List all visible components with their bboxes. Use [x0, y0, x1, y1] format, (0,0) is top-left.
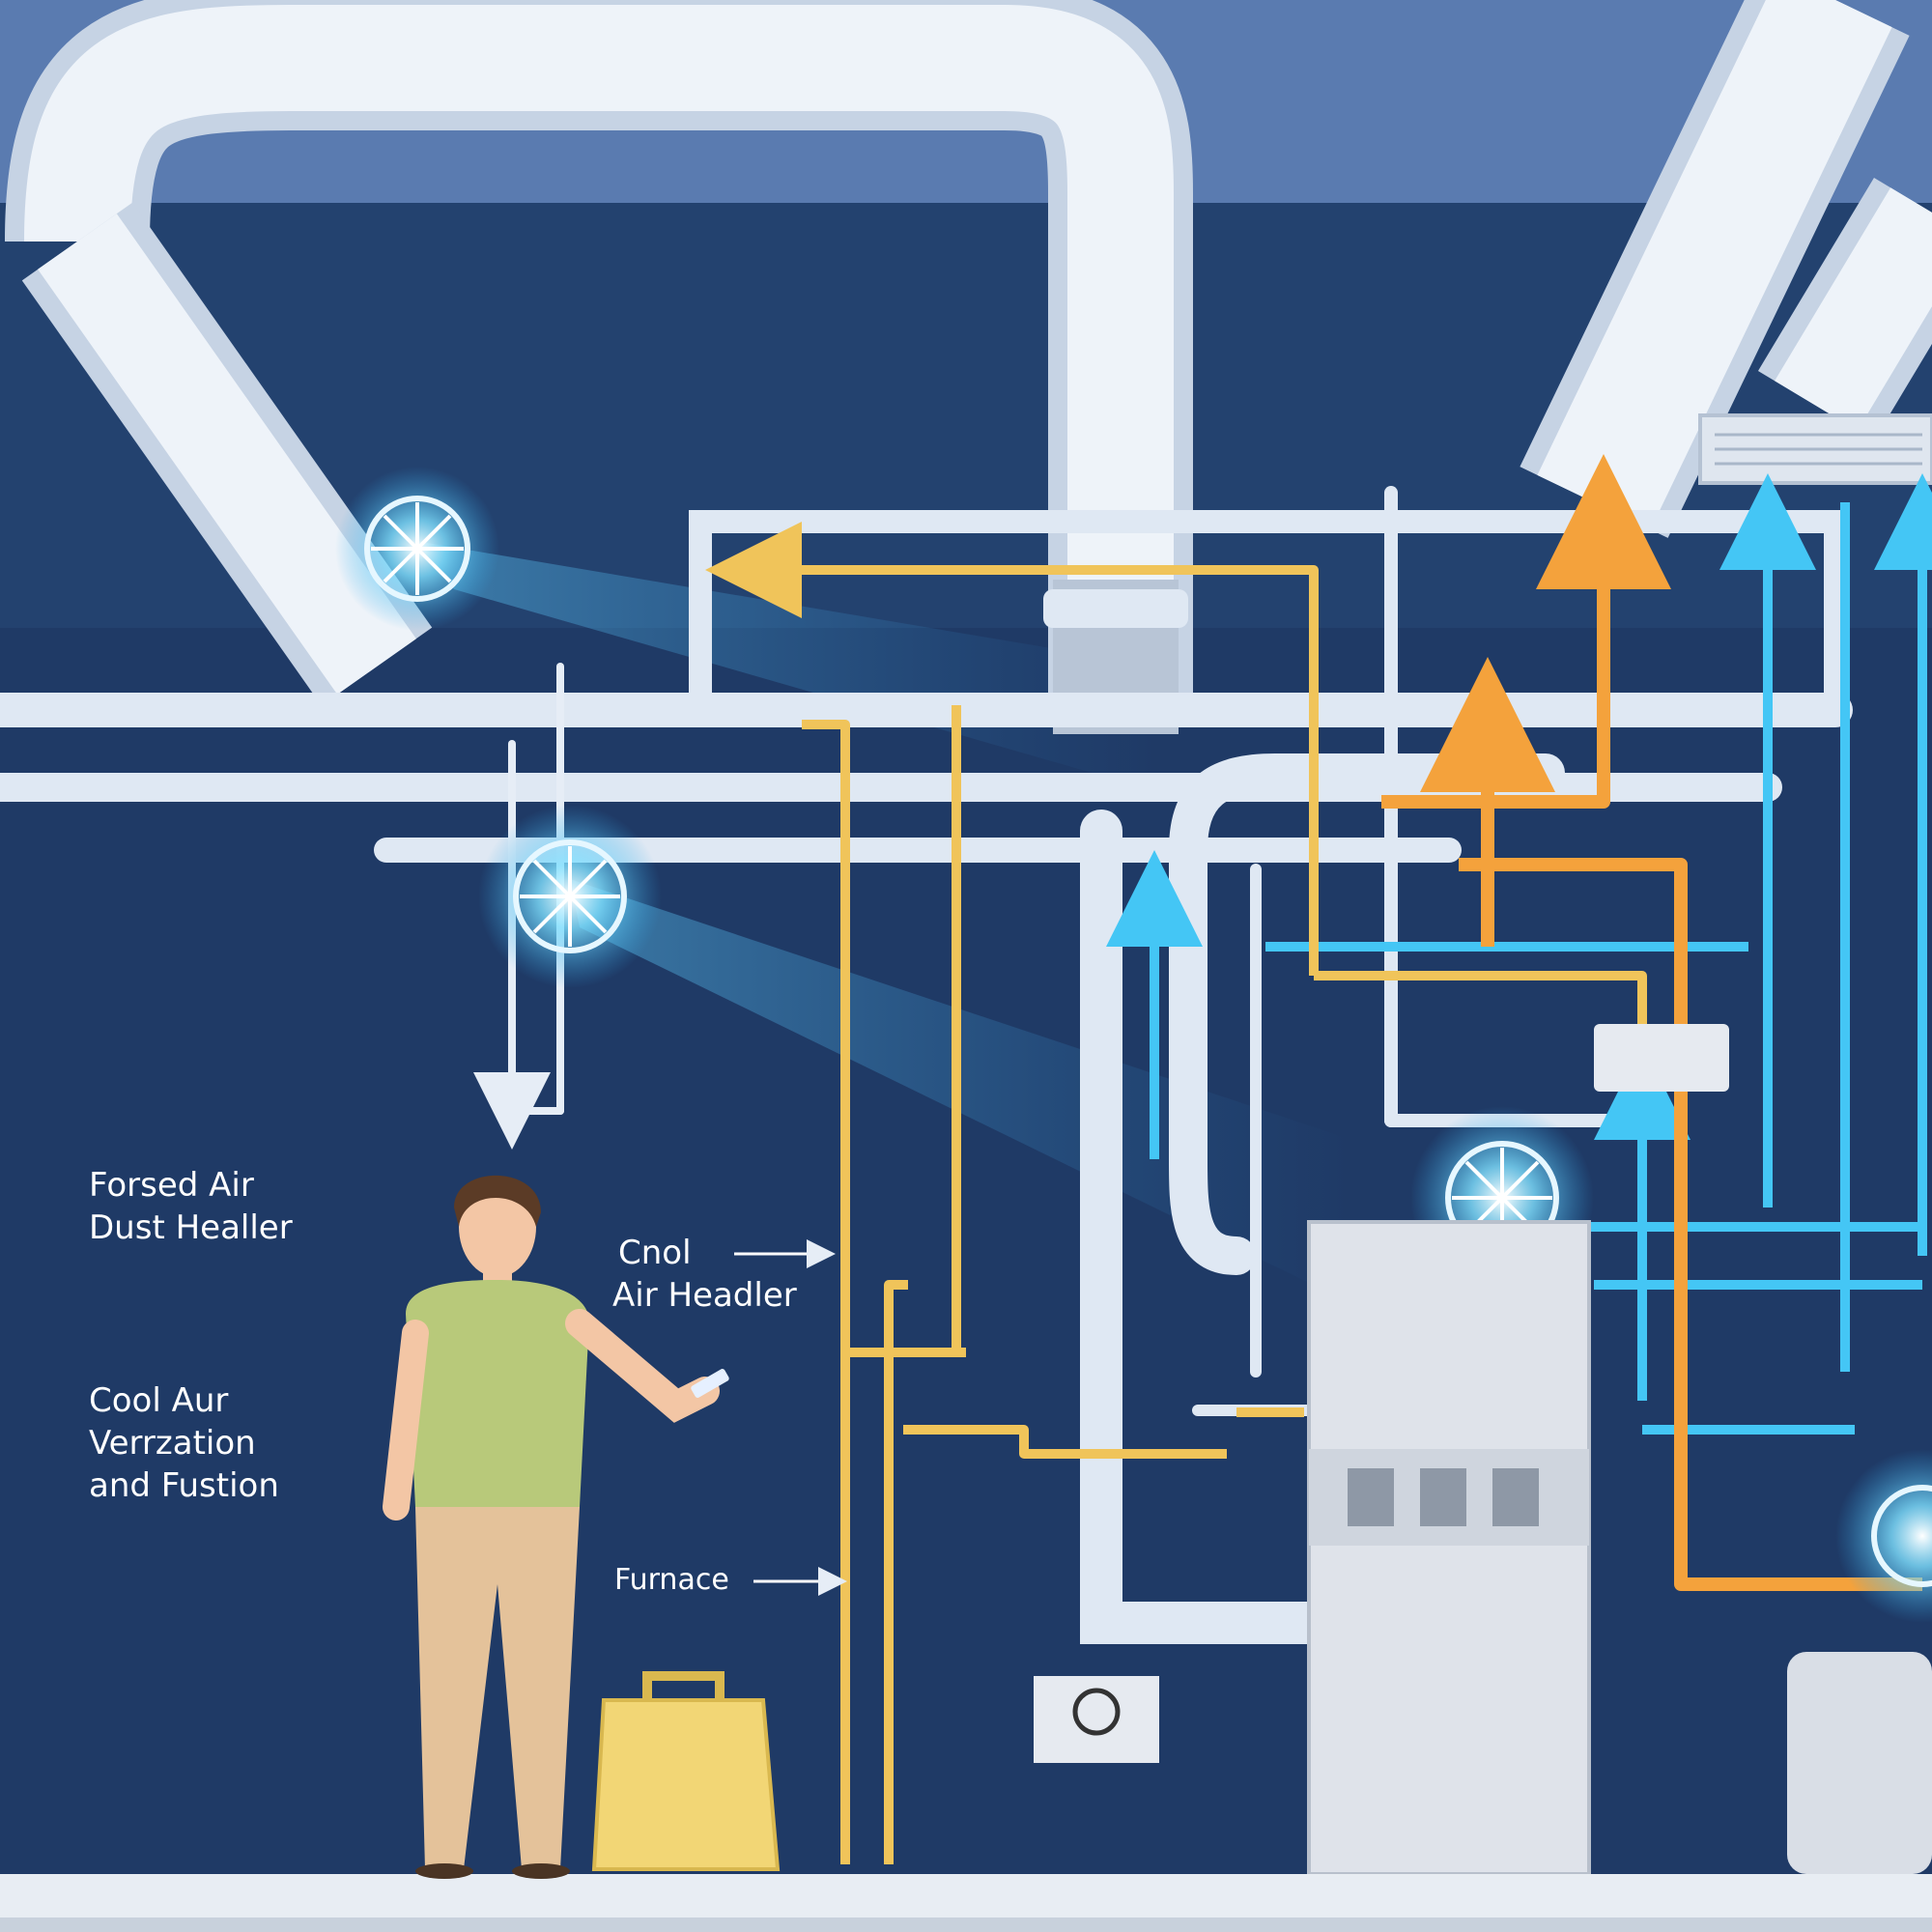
- furnace-unit: [1307, 1220, 1591, 1876]
- label-cool-air-ventilation: Cool Aur Verrzation and Fustion: [89, 1379, 279, 1507]
- outlet-icon: [1034, 1676, 1159, 1763]
- supply-lines: [705, 522, 1647, 1864]
- couch: [1787, 1652, 1932, 1874]
- cool-air-lines: [1106, 473, 1932, 1435]
- fan-icon: [478, 805, 662, 988]
- vent-grille-icon: [1698, 413, 1932, 485]
- diagonal-duct-right: [1520, 0, 1932, 538]
- label-forced-air: Forsed Air Dust Healler: [89, 1164, 293, 1249]
- smartphone-icon: [691, 1369, 729, 1398]
- bag-icon: [591, 1671, 781, 1871]
- control-box: [1594, 1024, 1729, 1092]
- label-cool-air-ventilation-line1: Cool Aur: [89, 1381, 229, 1420]
- label-cool-air-header: Cnol Air Headler: [612, 1232, 797, 1317]
- person: [383, 1175, 729, 1879]
- label-cool-air-header-line1: Cnol: [618, 1234, 692, 1272]
- label-forced-air-line2: Dust Healler: [89, 1208, 293, 1247]
- label-furnace-text: Furnace: [614, 1563, 729, 1597]
- fan-icon: [335, 467, 499, 631]
- label-cool-air-ventilation-line3: and Fustion: [89, 1466, 279, 1505]
- warm-air-lines: [1381, 454, 1922, 1591]
- label-cool-air-ventilation-line2: Verrzation: [89, 1424, 256, 1463]
- overhead-duct: [5, 0, 1193, 734]
- label-forced-air-line1: Forsed Air: [89, 1166, 254, 1205]
- label-cool-air-header-line2: Air Headler: [612, 1276, 797, 1315]
- light-beam-upper: [415, 541, 1159, 792]
- fan-icon: [1835, 1449, 1932, 1623]
- label-furnace: Furnace: [614, 1559, 729, 1602]
